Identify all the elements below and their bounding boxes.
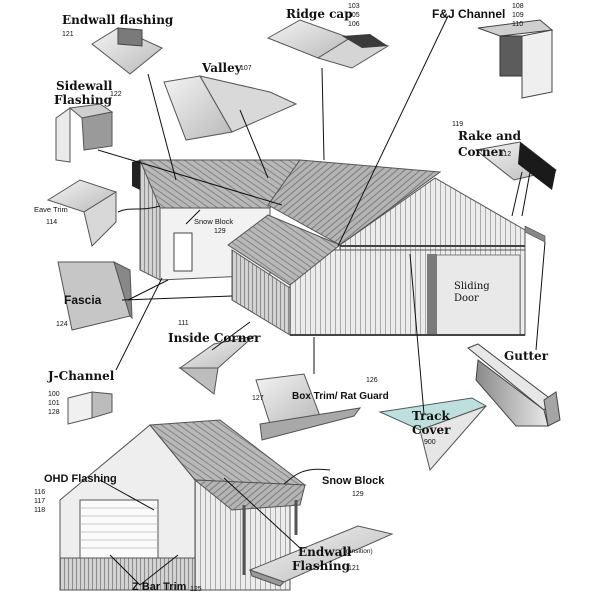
ridge-cap-part <box>266 19 390 69</box>
endwall-flashing-code: 121 <box>62 31 74 38</box>
sidewall-flashing-label-1: Sidewall <box>56 79 113 93</box>
snow-block-top-label: Snow Block <box>194 217 234 226</box>
track-cover-label-2: Cover <box>412 423 451 437</box>
ohd-flashing-label: OHD Flashing <box>44 473 117 485</box>
box-trim-code-right: 126 <box>366 377 378 384</box>
endwall-transition-note: (Transition) <box>340 548 373 555</box>
endwall-flashing-label: Endwall flashing <box>62 13 174 27</box>
rake-corner-label-2: Corner <box>458 145 505 159</box>
fascia-part <box>57 261 133 331</box>
j-channel-codes: 100 101 128 <box>48 391 60 416</box>
fj-channel-codes: 108 109 110 <box>512 3 524 28</box>
carport-roof <box>193 479 306 511</box>
rake-corner-code-side: 112 <box>500 151 512 158</box>
valley-code: 107 <box>240 65 252 72</box>
endwall-transition-code: 121 <box>348 565 360 572</box>
main-building <box>132 159 546 336</box>
snow-block-bottom-label: Snow Block <box>322 475 385 487</box>
eave-trim-label: Eave Trim <box>34 205 68 214</box>
track-cover-code: 900 <box>424 439 436 446</box>
endwall-transition-label-1: Endwall <box>298 545 352 559</box>
eave-trim-part <box>46 179 118 247</box>
j-channel-part <box>67 391 113 425</box>
gable-end <box>339 177 526 251</box>
inside-corner-code: 111 <box>178 320 189 327</box>
sliding-door <box>429 254 521 336</box>
snow-block-bottom-code: 129 <box>352 491 364 498</box>
snow-block-top-code: 129 <box>214 228 226 235</box>
sidewall-flashing-part <box>55 103 114 163</box>
fascia-label: Fascia <box>64 293 102 307</box>
garage <box>59 419 307 591</box>
sliding-door-label-2: Door <box>454 293 479 304</box>
overhead-door <box>79 499 159 559</box>
valley-label: Valley <box>202 61 242 75</box>
left-roof <box>139 159 301 209</box>
endwall-transition-part <box>248 525 394 587</box>
ohd-flashing-codes: 116 117 118 <box>34 489 46 514</box>
door-track <box>427 254 437 334</box>
fj-channel-part <box>477 19 554 99</box>
valley-part <box>163 75 298 141</box>
fj-channel-label: F&J Channel <box>432 7 506 21</box>
wainscot <box>59 557 196 591</box>
box-trim-label: Box Trim/ Rat Guard <box>292 391 389 402</box>
sidewall-flashing-label-2: Flashing <box>54 93 113 107</box>
leader-lines <box>97 15 546 586</box>
rake-corner-label-1: Rake and <box>458 129 522 143</box>
z-bar-trim-label: Z Bar Trim <box>132 581 187 593</box>
j-channel-label: J-Channel <box>48 369 115 383</box>
gutter-label: Gutter <box>504 349 549 363</box>
sliding-door-label-1: Sliding <box>454 281 490 292</box>
eave-trim-code: 114 <box>46 219 58 226</box>
rake-corner-code-top: 119 <box>452 121 464 128</box>
box-trim-code-left: 127 <box>252 395 264 402</box>
endwall-transition-label-2: Flashing <box>292 559 351 573</box>
inside-corner-part <box>178 335 256 395</box>
track-cover-label-1: Track <box>412 409 450 423</box>
fascia-code: 124 <box>56 321 68 328</box>
sidewall-flashing-code: 122 <box>110 91 122 98</box>
gutter-part <box>467 343 561 427</box>
ridge-cap-label: Ridge cap <box>286 7 353 21</box>
box-trim-part <box>255 373 362 441</box>
endwall-flashing-part <box>91 27 163 75</box>
rake-corner-part <box>474 141 558 190</box>
z-bar-trim-code: 125 <box>190 586 202 593</box>
person-door <box>173 232 193 272</box>
ridge-cap-codes: 103 105 106 <box>348 3 360 28</box>
inside-corner-label: Inside Corner <box>168 331 261 345</box>
track-cover-part <box>378 397 488 472</box>
